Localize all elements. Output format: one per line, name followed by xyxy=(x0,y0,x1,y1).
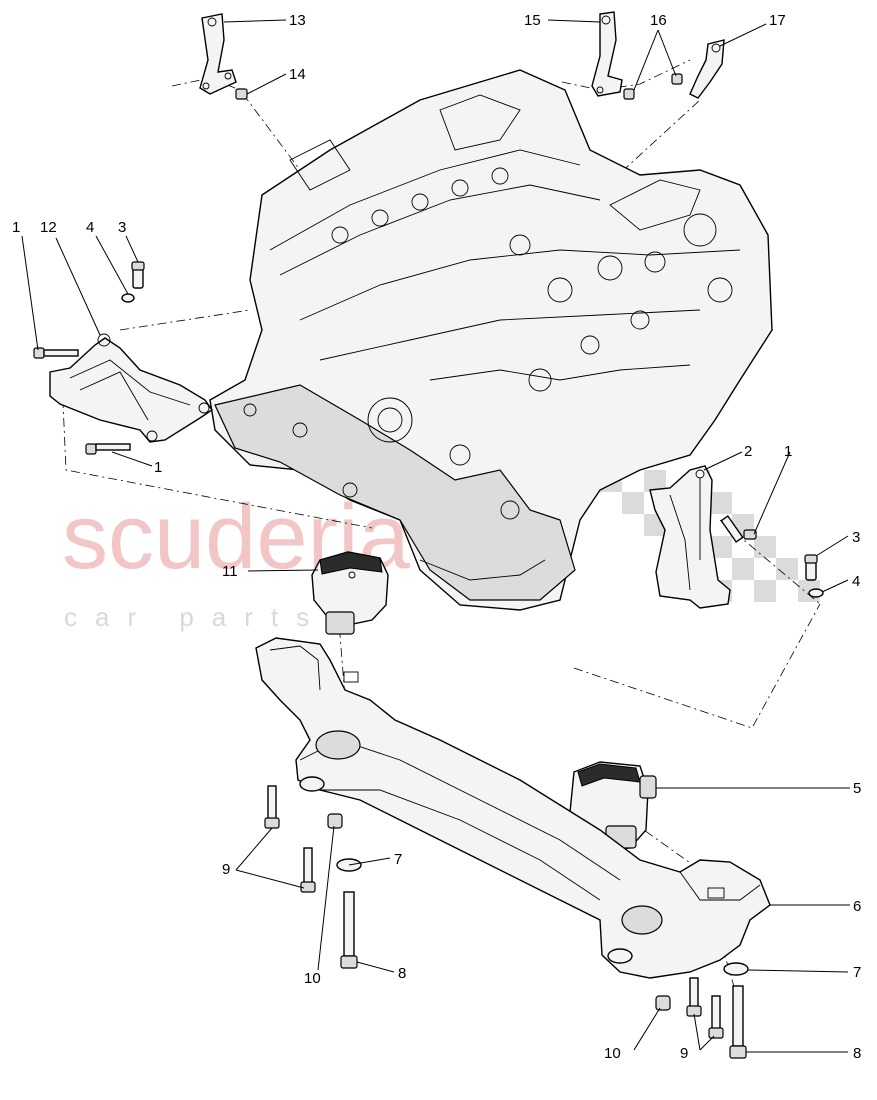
callout-8-right: 8 xyxy=(853,1045,861,1062)
engine-bracket-2 xyxy=(649,465,731,609)
bracket-13 xyxy=(199,13,237,95)
callout-4-left: 4 xyxy=(86,219,94,236)
callout-4-right: 4 xyxy=(852,573,860,590)
nut-10-left xyxy=(327,813,343,829)
callout-1-left-lower: 1 xyxy=(154,459,162,476)
bolt-8-left xyxy=(340,891,358,969)
bolt-3-left xyxy=(131,261,145,289)
bolt-9-left-b xyxy=(300,847,316,893)
washer-4-right xyxy=(808,588,824,598)
engine-bracket-12 xyxy=(49,333,213,443)
callout-14: 14 xyxy=(289,66,306,83)
engine-mount-11 xyxy=(311,551,389,635)
callout-9-left: 9 xyxy=(222,861,230,878)
bracket-15 xyxy=(591,11,623,97)
bolt-9-right-b xyxy=(708,995,724,1039)
nut-10-right xyxy=(655,995,671,1011)
callout-13: 13 xyxy=(289,12,306,29)
callout-7-right: 7 xyxy=(853,964,861,981)
bolt-9-right-a xyxy=(686,977,702,1017)
callout-1-left-upper: 1 xyxy=(12,219,20,236)
callout-8-left: 8 xyxy=(398,965,406,982)
callout-10-left: 10 xyxy=(304,970,321,987)
bolt-8-right xyxy=(729,985,747,1059)
callout-3-right: 3 xyxy=(852,529,860,546)
subframe-crossmember-6 xyxy=(255,637,771,979)
engine-block xyxy=(209,69,773,611)
bracket-17 xyxy=(689,39,725,99)
bolt-1-right xyxy=(720,515,757,543)
bolt-1-left-lower xyxy=(85,443,131,455)
callout-15: 15 xyxy=(524,12,541,29)
bolt-14 xyxy=(235,88,248,100)
watermark-tagline: car parts xyxy=(64,602,327,632)
bolt-16 xyxy=(623,73,683,100)
bolt-1-left-upper xyxy=(33,347,79,359)
callout-17: 17 xyxy=(769,12,786,29)
callout-7-left: 7 xyxy=(394,851,402,868)
washer-4-left xyxy=(121,293,135,303)
bolt-3-right xyxy=(804,554,818,581)
callout-5: 5 xyxy=(853,780,861,797)
callout-3-left: 3 xyxy=(118,219,126,236)
callout-6: 6 xyxy=(853,898,861,915)
bolt-9-left-a xyxy=(264,785,280,829)
callout-leader-lines xyxy=(21,19,850,1053)
callout-labels: 13 14 15 16 17 1 12 4 3 1 2 1 3 4 11 5 9… xyxy=(12,12,861,1062)
callout-9-right: 9 xyxy=(680,1045,688,1062)
callout-1-right: 1 xyxy=(784,443,792,460)
callout-12: 12 xyxy=(40,219,57,236)
callout-2: 2 xyxy=(744,443,752,460)
callout-11: 11 xyxy=(222,563,238,580)
callout-16: 16 xyxy=(650,12,667,29)
callout-10-right: 10 xyxy=(604,1045,621,1062)
washer-7-right xyxy=(723,962,749,976)
